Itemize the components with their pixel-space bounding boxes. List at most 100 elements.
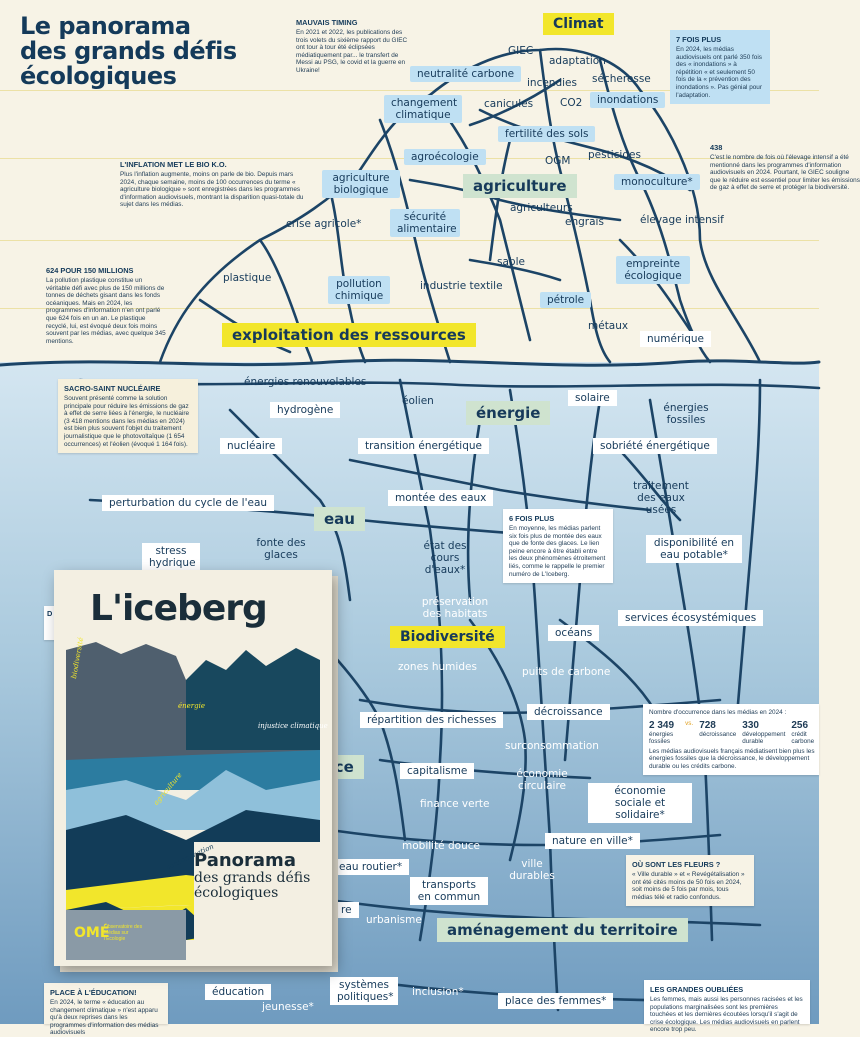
stat-value: 728 <box>699 719 716 731</box>
section-agriculture: agriculture <box>463 174 577 198</box>
term-traitement: traitement des eaux usées <box>633 480 689 516</box>
term-metaux: métaux <box>588 320 629 332</box>
term-mobilite: mobilité douce <box>402 840 480 852</box>
note-education: PLACE À L'ÉDUCATION! En 2024, le terme «… <box>44 983 168 1036</box>
booklet-text-area <box>194 842 330 960</box>
booklet-panorama: Panorama <box>194 850 296 871</box>
section-exploitation: exploitation des ressources <box>222 323 476 347</box>
term-fertilite: fertilité des sols <box>498 126 596 142</box>
term-montee: montée des eaux <box>388 490 494 506</box>
term-transports: transports en commun <box>410 877 488 905</box>
term-puits: puits de carbone <box>522 666 611 678</box>
term-disponibilite: disponibilité en eau potable* <box>646 535 742 563</box>
stat-label: énergies fossiles <box>649 730 674 745</box>
term-crise-agricole: crise agricole* <box>286 218 362 230</box>
booklet-footer-block <box>66 910 186 960</box>
term-zones: zones humides <box>398 661 477 673</box>
term-capitalisme: capitalisme <box>400 763 475 779</box>
term-services: services écosystémiques <box>618 610 764 626</box>
term-education: éducation <box>205 984 272 1000</box>
term-reseau: eau routier* <box>332 859 410 875</box>
term-transition: transition énergétique <box>358 438 490 454</box>
note-body: En moyenne, les médias parlent six fois … <box>509 525 606 578</box>
term-hydrogene: hydrogène <box>270 402 341 418</box>
term-canicules: canicules <box>484 98 534 110</box>
note-occurrences: Nombre d'occurrence dans les médias en 2… <box>643 704 819 776</box>
term-oceans: océans <box>548 625 600 641</box>
note-title: 7 FOIS PLUS <box>676 35 722 44</box>
booklet-label-justice: injustice climatique <box>258 722 328 730</box>
note-7fois: 7 FOIS PLUS En 2024, les médias audiovis… <box>670 30 770 105</box>
section-climat: Climat <box>543 13 614 35</box>
term-fonte: fonte des glaces <box>256 537 306 561</box>
term-finance-verte: finance verte <box>420 798 490 810</box>
note-title: L'INFLATION MET LE BIO K.O. <box>120 160 227 169</box>
term-numerique: numérique <box>640 331 712 347</box>
note-title: LES GRANDES OUBLIÉES <box>650 985 744 994</box>
section-amenagement: aménagement du territoire <box>437 918 688 942</box>
note-title: PLACE À L'ÉDUCATION! <box>50 988 137 997</box>
term-stress: stress hydrique <box>142 543 200 571</box>
section-biodiversite: Biodiversité <box>390 626 505 648</box>
term-place: place des femmes* <box>498 993 614 1009</box>
term-cycle-eau: perturbation du cycle de l'eau <box>102 495 275 511</box>
note-title: MAUVAIS TIMING <box>296 18 358 27</box>
term-fossiles: énergies fossiles <box>663 402 709 426</box>
ruled-line <box>0 308 819 309</box>
term-eco-circ: économie circulaire <box>516 768 568 792</box>
term-nucleaire: nucléaire <box>220 438 283 454</box>
stat-vs: vs. <box>685 719 694 727</box>
stat-value: 330 <box>742 719 759 731</box>
title-line: des grands défis <box>20 37 237 65</box>
term-changement: changement climatique <box>384 95 462 123</box>
note-body: En 2024, le terme « éducation au changem… <box>50 999 159 1037</box>
term-securite: sécurité alimentaire <box>390 209 460 237</box>
note-timing: MAUVAIS TIMING En 2021 et 2022, les publ… <box>296 18 408 75</box>
ruled-line <box>0 90 819 91</box>
note-body: C'est le nombre de fois où l'élevage int… <box>710 154 860 192</box>
term-industrie: industrie textile <box>420 280 503 292</box>
booklet-ome-logo: OMÉ <box>74 925 110 941</box>
note-body: Souvent présenté comme la solution princ… <box>64 395 190 448</box>
note-title: 624 POUR 150 MILLIONS <box>46 266 134 275</box>
note-plastique: 624 POUR 150 MILLIONS La pollution plast… <box>46 266 168 345</box>
term-urbanisme: urbanisme <box>366 914 422 926</box>
note-bio: L'INFLATION MET LE BIO K.O. Plus l'infla… <box>120 160 306 209</box>
term-adaptation: adaptation <box>549 55 606 67</box>
term-sable: sable <box>497 256 525 268</box>
term-jeunesse: jeunesse* <box>262 1001 314 1013</box>
term-elevage: élevage intensif <box>640 214 724 226</box>
term-inondations: inondations <box>590 92 666 108</box>
term-neutralite: neutralité carbone <box>410 66 522 82</box>
term-systemes: systèmes politiques* <box>330 977 398 1005</box>
note-body: « Ville durable » et « Revégétalisation … <box>632 871 745 901</box>
term-secheresse: sécheresse <box>592 73 651 85</box>
term-agroecologie: agroécologie <box>404 149 486 165</box>
note-title: 6 FOIS PLUS <box>509 514 555 523</box>
note-body: En 2024, les médias audiovisuels ont par… <box>676 46 762 99</box>
note-title: D <box>47 609 53 618</box>
ruled-line <box>0 240 819 241</box>
term-preservation: préservation des habitats <box>421 596 489 620</box>
term-empreinte: empreinte écologique <box>616 256 690 284</box>
term-agriculteurs: agriculteurs <box>510 202 573 214</box>
booklet-title: L'iceberg <box>90 588 268 629</box>
term-co2: CO2 <box>560 97 583 109</box>
term-sobriete: sobriété énergétique <box>593 438 717 454</box>
note-body: En 2021 et 2022, les publications des tr… <box>296 29 408 74</box>
note-title: SACRO-SAINT NUCLÉAIRE <box>64 384 161 393</box>
booklet-cover: biodiversité énergie injustice climatiqu… <box>54 570 332 966</box>
note-nucleaire: SACRO-SAINT NUCLÉAIRE Souvent présenté c… <box>58 379 198 454</box>
booklet-subtitle: des grands défis écologiques <box>194 870 311 901</box>
term-giec: GIEC <box>508 45 534 57</box>
term-repartition: répartition des richesses <box>360 712 504 728</box>
stat-label: décroissance <box>699 730 737 738</box>
note-body: Plus l'inflation augmente, moins on parl… <box>120 171 304 209</box>
note-body: La pollution plastique constitue un véri… <box>46 277 166 345</box>
term-re: re <box>334 902 359 918</box>
